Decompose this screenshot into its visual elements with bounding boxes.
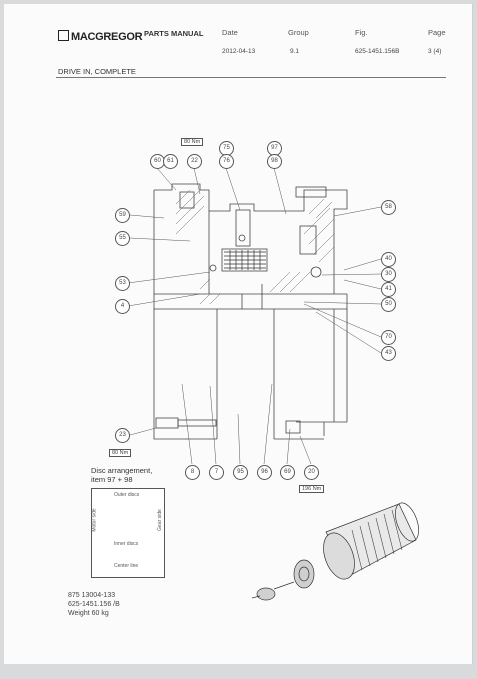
group-label: Group: [288, 28, 309, 37]
outer-discs-label: Outer discs: [114, 492, 140, 498]
page-label: Page: [428, 28, 446, 37]
callout-circle: 8: [185, 465, 200, 480]
torque-label: 196 Nm: [299, 485, 325, 493]
torque-label: 80 Nm: [109, 449, 132, 457]
assembly-drawing: [96, 167, 419, 601]
manual-page: MACGREGOR PARTS MANUAL Date 2012-04-13 G…: [4, 4, 473, 664]
callout-circle: 58: [381, 200, 396, 215]
fig-value: 625-1451.156B: [355, 48, 400, 55]
manual-label: PARTS MANUAL: [144, 29, 204, 38]
callout-circle: 40: [381, 252, 396, 267]
callout-circle: 23: [115, 428, 130, 443]
callout-circle: 53: [115, 276, 130, 291]
date-value: 2012-04-13: [222, 48, 256, 55]
callout-circle: 70: [381, 330, 396, 345]
callout-circle: 97: [267, 141, 282, 156]
macgregor-logo: MACGREGOR: [58, 30, 143, 43]
callout-circle: 69: [280, 465, 295, 480]
callout-circle: 55: [115, 231, 130, 246]
inner-discs-label: Inner discs: [114, 541, 139, 547]
page-title: DRIVE IN, COMPLETE: [58, 67, 136, 76]
fig-label: Fig.: [355, 28, 368, 37]
callout-circle: 50: [381, 297, 396, 312]
callout-circle: 41: [381, 282, 396, 297]
disc-heading: Disc arrangement,: [91, 466, 153, 475]
callout-circle: 4: [115, 299, 130, 314]
callout-circle: 95: [233, 465, 248, 480]
center-line-label: Center line: [114, 563, 139, 569]
disc-arrangement-box: Outer discs Inner discs Center line Moto…: [91, 488, 165, 578]
figure-number: 625-1451.156 /B: [68, 601, 120, 608]
weight-label: Weight 60 kg: [68, 610, 109, 617]
callout-circle: 98: [267, 154, 282, 169]
gear-side-label: Gear side: [156, 509, 163, 531]
motor-side-label: Motor side: [91, 508, 98, 532]
date-label: Date: [222, 28, 238, 37]
group-value: 9.1: [290, 48, 300, 55]
callout-circle: 59: [115, 208, 130, 223]
callout-circle: 61: [163, 154, 178, 169]
callout-circle: 30: [381, 267, 396, 282]
torque-label: 80 Nm: [181, 138, 204, 146]
disc-subheading: item 97 + 98: [91, 475, 133, 484]
title-rule: [56, 77, 446, 78]
page-value: 3 (4): [428, 48, 442, 55]
callout-circle: 43: [381, 346, 396, 361]
callout-circle: 96: [257, 465, 272, 480]
callout-circle: 76: [219, 154, 234, 169]
part-number: 875 13004-133: [68, 592, 116, 599]
callout-circle: 22: [187, 154, 202, 169]
callout-circle: 7: [209, 465, 224, 480]
callout-circle: 20: [304, 465, 319, 480]
